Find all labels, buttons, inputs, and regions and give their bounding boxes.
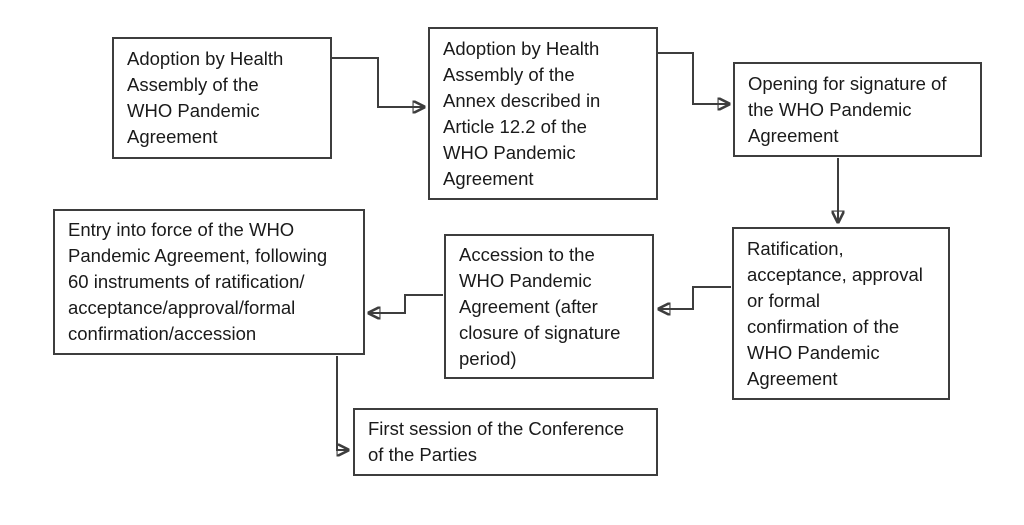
flow-node-first-session-cop: First session of the Conference of the P… [353, 408, 658, 476]
connector-annex-to-signature [658, 52, 729, 104]
flow-node-accession: Accession to the WHO Pandemic Agreement … [444, 234, 654, 379]
flow-node-adoption-agreement: Adoption by Health Assembly of the WHO P… [112, 37, 332, 159]
flow-node-adoption-annex: Adoption by Health Assembly of the Annex… [428, 27, 658, 200]
connector-accession-to-entry [369, 294, 443, 313]
flow-node-ratification: Ratification, acceptance, approval or fo… [732, 227, 950, 400]
connector-adoption-to-annex [332, 57, 424, 107]
flow-node-entry-into-force: Entry into force of the WHO Pandemic Agr… [53, 209, 365, 355]
flow-node-opening-signature: Opening for signature of the WHO Pandemi… [733, 62, 982, 157]
connector-ratification-to-accession [659, 286, 731, 309]
connector-entry-to-cop [336, 356, 348, 450]
